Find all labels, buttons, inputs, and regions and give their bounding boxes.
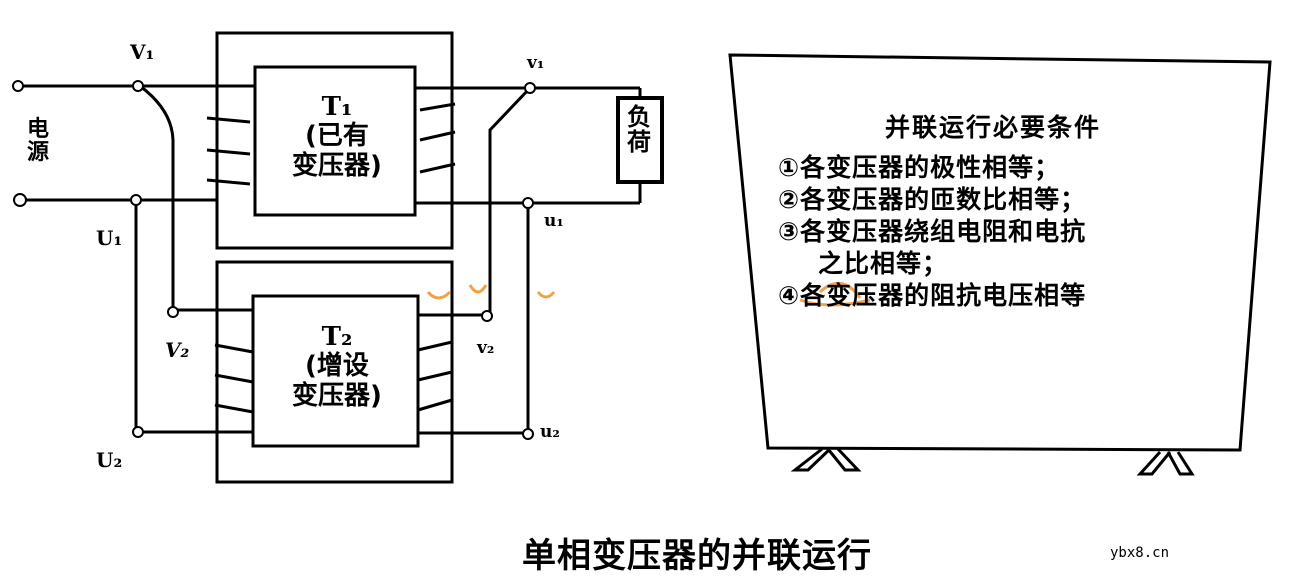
terminal-U1 [130,194,142,206]
terminal-V1 [132,80,144,92]
transformer-t2-label: T₂ (增设 变压器) [262,322,412,412]
t2-desc-line2: 变压器) [292,380,382,411]
t1-core-outer [215,31,454,250]
terminal-U2 [132,426,144,438]
condition-item-3-cont: 之比相等； [818,249,949,278]
condition-item-2: ②各变压器的匝数比相等； [778,185,1087,214]
board-frame [728,53,1272,452]
t1-core-inner [253,65,417,217]
label-V1: V₁ [130,40,155,64]
label-v1: v₁ [527,53,545,73]
t1-name: T₁ [321,92,353,122]
board-title: 并联运行必要条件 [884,113,1101,142]
condition-item-3: ③各变压器绕组电阻和电抗 [778,217,1087,246]
t1-desc-line2: 变压器) [292,150,382,181]
terminal-u1 [522,197,534,209]
label-U1: U₁ [96,226,123,250]
terminal-source-top [12,80,24,92]
figure-caption: 单相变压器的并联运行 [522,536,872,576]
terminal-V2 [167,306,179,318]
t2-desc-line1: (增设 [305,351,369,381]
terminal-v2 [481,310,493,322]
label-u1: u₁ [544,211,564,231]
load-label: 负荷 [627,103,651,157]
terminal-source-bottom [13,193,27,207]
label-v2: v₂ [477,338,495,358]
label-U2: U₂ [96,448,123,472]
label-u2: u₂ [540,422,560,442]
watermark-scribble [426,281,871,307]
conditions-board: 并联运行必要条件 ①各变压器的极性相等； ②各变压器的匝数比相等； ③各变压器绕… [778,108,1208,312]
label-V2: V₂ [165,338,190,362]
transformer-t1-label: T₁ (已有 变压器) [262,92,412,182]
terminal-v1 [524,82,536,94]
watermark-text: ybx8.cn [1110,545,1170,561]
t2-core-inner [251,294,420,448]
power-source-label: 电源 [27,117,50,166]
terminal-u2 [522,428,534,440]
t2-name: T₂ [321,322,353,352]
load-box [616,96,664,184]
t1-desc-line1: (已有 [305,121,369,151]
condition-item-4: ④各变压器的阻抗电压相等 [778,281,1087,310]
condition-item-1: ①各变压器的极性相等； [778,153,1061,182]
